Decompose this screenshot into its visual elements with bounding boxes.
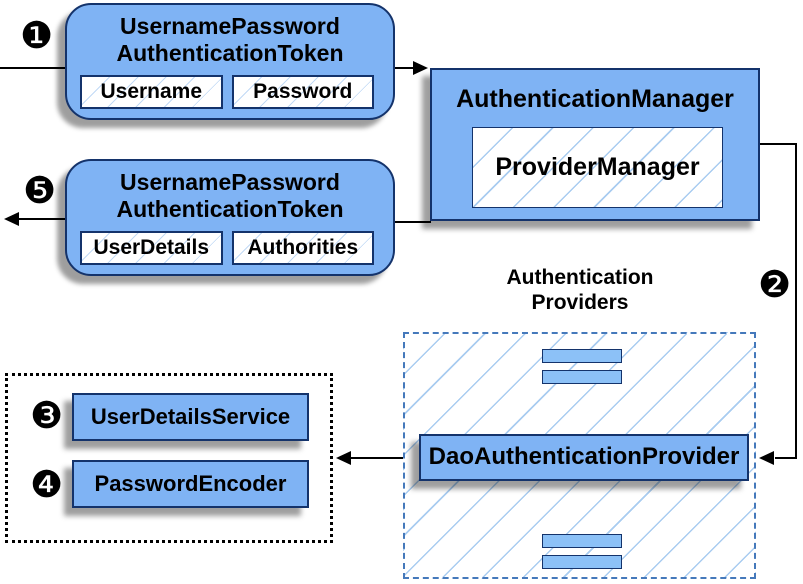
node-title-line1: UsernamePassword xyxy=(120,169,340,195)
node-title: UsernamePassword AuthenticationToken xyxy=(67,5,393,67)
step-4-badge: ❹ xyxy=(30,464,64,505)
authentication-providers-label: Authentication Providers xyxy=(430,265,730,315)
node-title-line2: AuthenticationToken xyxy=(116,196,344,222)
arrowhead-response-left xyxy=(4,212,19,226)
arrowhead-into-collaborators xyxy=(336,451,351,465)
authentication-manager-title: AuthenticationManager xyxy=(456,85,734,113)
step-3-badge: ❸ xyxy=(30,395,64,436)
token-fields: Username Password xyxy=(80,75,374,109)
connector-step2-path xyxy=(760,143,797,459)
field-username: Username xyxy=(80,75,223,109)
provider-slot-bar xyxy=(542,534,622,548)
token-fields: UserDetails Authorities xyxy=(80,231,374,265)
arrowhead-into-authentication-manager xyxy=(413,61,428,75)
node-authentication-manager: AuthenticationManager ProviderManager xyxy=(430,68,760,221)
step-1-badge: ❶ xyxy=(20,15,54,56)
providers-label-line2: Providers xyxy=(531,291,629,314)
providers-label-line1: Authentication xyxy=(506,266,654,289)
node-user-details-service: UserDetailsService xyxy=(72,393,309,441)
step-2-badge: ❷ xyxy=(758,264,792,305)
arrowhead-into-dao-provider xyxy=(759,451,774,465)
provider-slot-bar xyxy=(542,370,622,384)
node-username-password-token-response: UsernamePassword AuthenticationToken Use… xyxy=(65,159,395,276)
node-password-encoder: PasswordEncoder xyxy=(72,460,309,508)
provider-slot-bar xyxy=(542,555,622,569)
field-authorities: Authorities xyxy=(231,231,374,265)
node-username-password-token-request: UsernamePassword AuthenticationToken Use… xyxy=(65,3,395,120)
node-title: UsernamePassword AuthenticationToken xyxy=(67,161,393,223)
field-userdetails: UserDetails xyxy=(80,231,223,265)
node-title-line1: UsernamePassword xyxy=(120,13,340,39)
collaborators-group xyxy=(5,373,333,543)
node-dao-authentication-provider: DaoAuthenticationProvider xyxy=(419,434,749,481)
provider-slot-bar xyxy=(542,349,622,363)
node-title-line2: AuthenticationToken xyxy=(116,40,344,66)
node-provider-manager: ProviderManager xyxy=(472,127,723,208)
field-password: Password xyxy=(231,75,374,109)
step-5-badge: ❺ xyxy=(23,170,57,211)
